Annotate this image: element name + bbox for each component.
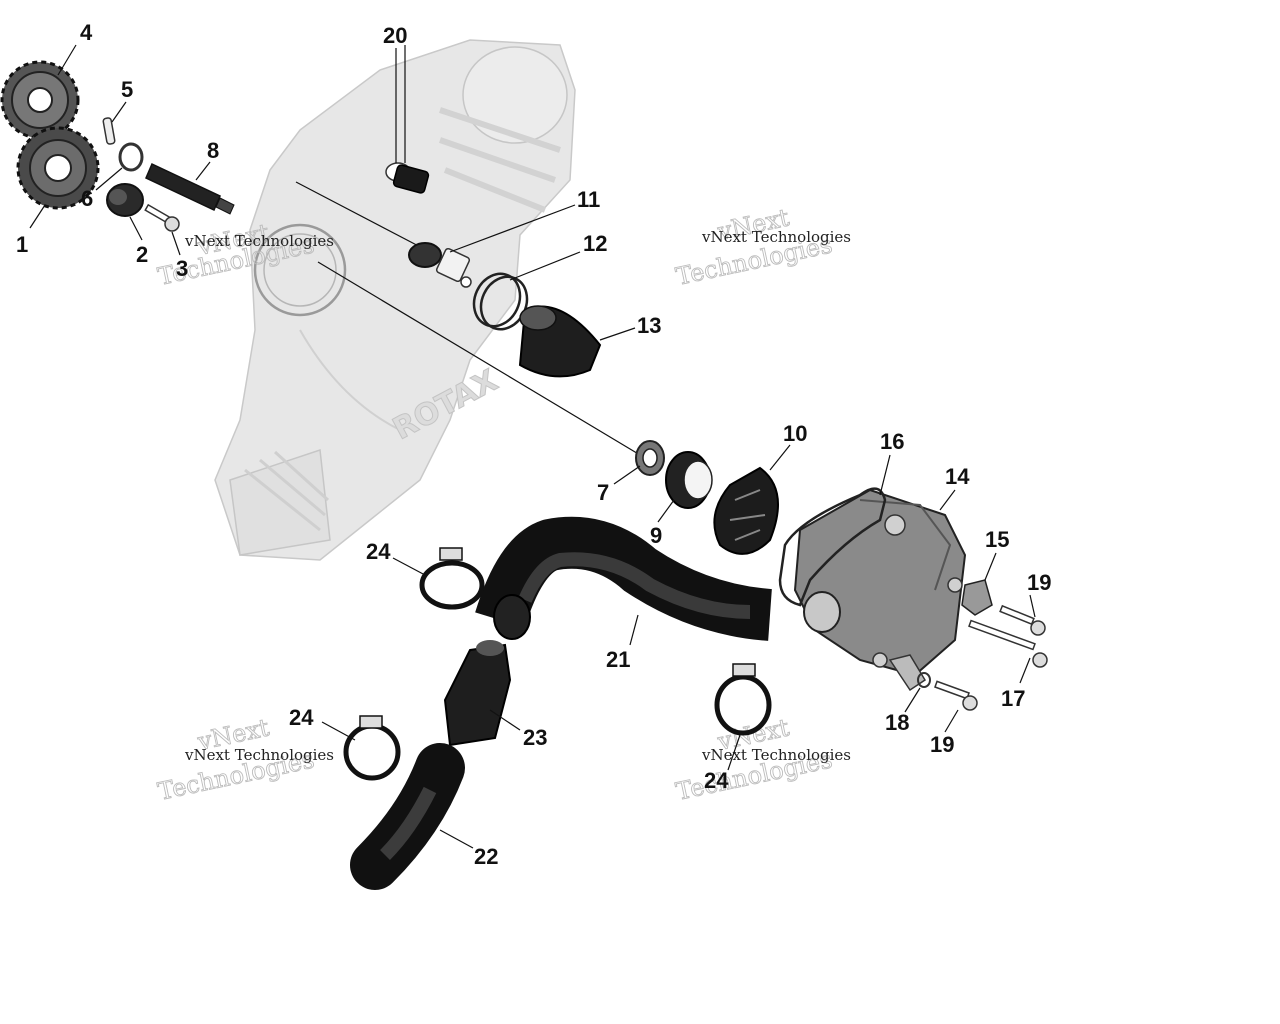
callout-10: 10: [783, 421, 807, 446]
engine-block-outline: ROTAX: [214, 39, 576, 561]
hose-clamp-part-24-top: [419, 547, 485, 610]
thermostat-cover-part-13: [518, 305, 602, 378]
gear-part-1: [16, 126, 100, 210]
callout-16: 16: [880, 429, 904, 454]
callout-9: 9: [650, 523, 662, 548]
callout-22: 22: [474, 844, 498, 869]
callout-20: 20: [383, 23, 407, 48]
svg-text:vNext Technologies: vNext Technologies: [701, 228, 851, 246]
thermostat-part-11: [408, 242, 472, 288]
gasket-part-16: [778, 487, 887, 607]
callout-7: 7: [597, 480, 609, 505]
screw-part-3: [144, 203, 180, 232]
callout-19-upper: 19: [1027, 570, 1051, 595]
svg-text:vNext Technologies: vNext Technologies: [701, 746, 851, 764]
gear-part-4: [0, 60, 80, 140]
callout-15: 15: [985, 527, 1009, 552]
hose-part-21: [475, 516, 773, 641]
callout-6: 6: [81, 186, 93, 211]
callout-8: 8: [207, 138, 219, 163]
watermark-right-top: vNext Technologies vNext Technologies: [673, 203, 851, 291]
callout-12: 12: [583, 231, 607, 256]
callout-17: 17: [1001, 686, 1025, 711]
fitting-part-15: [961, 579, 993, 616]
callout-21: 21: [606, 647, 630, 672]
svg-text:vNext Technologies: vNext Technologies: [184, 746, 334, 764]
hose-part-22: [350, 743, 465, 890]
impeller-part-10: [713, 466, 779, 555]
fitting-part-23: [443, 640, 512, 747]
hose-clamp-part-24-right: [714, 663, 772, 736]
bolt-part-19-upper: [999, 604, 1046, 636]
svg-text:vNext Technologies: vNext Technologies: [184, 232, 334, 250]
bolt-part-19-lower: [934, 680, 978, 711]
callout-24-bottom: 24: [704, 768, 729, 793]
callout-19-lower: 19: [930, 732, 954, 757]
callout-24-top: 24: [366, 539, 391, 564]
callout-5: 5: [121, 77, 133, 102]
callout-3: 3: [176, 256, 188, 281]
callout-14: 14: [945, 464, 970, 489]
seal-part-7: [635, 440, 665, 476]
callout-18: 18: [885, 710, 909, 735]
callout-13: 13: [637, 313, 661, 338]
bearing-part-9: [665, 451, 713, 509]
callout-4: 4: [80, 20, 93, 45]
nut-part-2: [106, 183, 144, 217]
shaft-part-8: [145, 162, 235, 215]
hose-clamp-part-24-left: [343, 715, 401, 781]
o-ring-part-18: [917, 672, 931, 688]
callout-leaders: [29, 44, 1036, 849]
callout-24-left: 24: [289, 705, 314, 730]
alignment-line-thermostat: [295, 181, 431, 253]
washer-part-6: [118, 142, 144, 172]
callout-23: 23: [523, 725, 547, 750]
pin-part-5: [102, 117, 116, 145]
callout-1: 1: [16, 232, 28, 257]
callout-11: 11: [577, 187, 600, 212]
alignment-line-shaft: [317, 261, 641, 456]
water-pump-housing-part-14: [793, 488, 967, 692]
callout-2: 2: [136, 242, 148, 267]
bolt-part-17: [968, 619, 1048, 668]
sensor-part-20: [385, 162, 430, 194]
